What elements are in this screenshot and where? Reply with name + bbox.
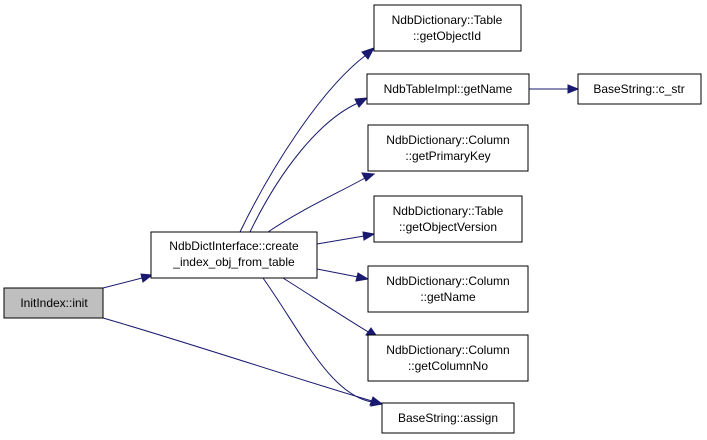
node-label-line-1: NdbDictionary::Table: [393, 204, 504, 218]
node-label-line-2: ::getColumnNo: [408, 359, 488, 373]
node-box: [577, 73, 702, 105]
node-box: [367, 334, 529, 382]
edge-create-to-getobjectid: [239, 54, 367, 233]
node-label: BaseString::c_str: [593, 82, 684, 96]
edge-getname-to-cstr-arrow: [567, 84, 580, 94]
edge-create-to-assign: [262, 277, 373, 403]
edge-create-to-getobjectversion-arrow: [362, 231, 376, 241]
node-box: [3, 287, 104, 319]
node-label: BaseString::assign: [398, 411, 498, 425]
node-label-line-1: NdbDictionary::Column: [386, 343, 509, 357]
node-label-line-2: ::getPrimaryKey: [405, 149, 490, 163]
edge-create-to-getname-column-arrow: [355, 272, 370, 282]
node-box: [373, 4, 522, 52]
edge-init-to-assign: [102, 317, 373, 402]
edge-init-to-create: [102, 277, 143, 289]
edge-create-to-getname-table: [249, 102, 359, 233]
node-box: [367, 265, 529, 313]
edge-create-to-getname-table-arrow: [354, 97, 369, 108]
node-label-line-1: NdbDictInterface::create: [169, 239, 299, 253]
edge-init-to-create-arrow: [140, 273, 154, 283]
node-label: NdbTableImpl::getName: [384, 82, 513, 96]
node-label-line-2: ::getObjectVersion: [399, 220, 497, 234]
node-base-string-assign[interactable]: BaseString::assign: [381, 402, 515, 434]
node-column-get-column-no[interactable]: NdbDictionary::Column ::getColumnNo: [367, 334, 529, 382]
node-label-line-2: ::getObjectId: [413, 29, 481, 43]
edge-create-to-getprimarykey: [267, 177, 366, 233]
node-label-line-1: NdbDictionary::Table: [392, 13, 503, 27]
node-table-impl-get-name[interactable]: NdbTableImpl::getName: [366, 73, 530, 105]
node-label-line-1: NdbDictionary::Column: [386, 274, 509, 288]
edge-create-to-getname-column: [316, 268, 359, 278]
node-init-index[interactable]: InitIndex::init: [3, 287, 104, 319]
edge-create-to-getobjectversion: [316, 235, 365, 245]
node-column-get-primary-key[interactable]: NdbDictionary::Column ::getPrimaryKey: [367, 124, 529, 172]
node-table-get-object-id[interactable]: NdbDictionary::Table ::getObjectId: [373, 4, 522, 52]
node-box: [367, 124, 529, 172]
node-box: [373, 195, 523, 243]
node-column-get-name[interactable]: NdbDictionary::Column ::getName: [367, 265, 529, 313]
node-create-index-obj-from-table[interactable]: NdbDictInterface::create _index_obj_from…: [150, 231, 318, 279]
node-table-get-object-version[interactable]: NdbDictionary::Table ::getObjectVersion: [373, 195, 523, 243]
node-label-line-1: NdbDictionary::Column: [386, 133, 509, 147]
node-label-line-2: _index_obj_from_table: [172, 255, 295, 269]
edge-create-to-assign-arrow: [370, 397, 384, 407]
edge-create-to-getcolumnno: [282, 277, 371, 334]
edge-create-to-getprimarykey-arrow: [361, 172, 376, 182]
node-label: InitIndex::init: [20, 296, 88, 310]
node-label-line-2: ::getName: [420, 290, 476, 304]
node-box: [381, 402, 515, 434]
node-base-string-c-str[interactable]: BaseString::c_str: [577, 73, 702, 105]
node-box: [366, 73, 530, 105]
edge-create-to-getobjectid-arrow: [361, 47, 376, 60]
node-box: [150, 231, 318, 279]
